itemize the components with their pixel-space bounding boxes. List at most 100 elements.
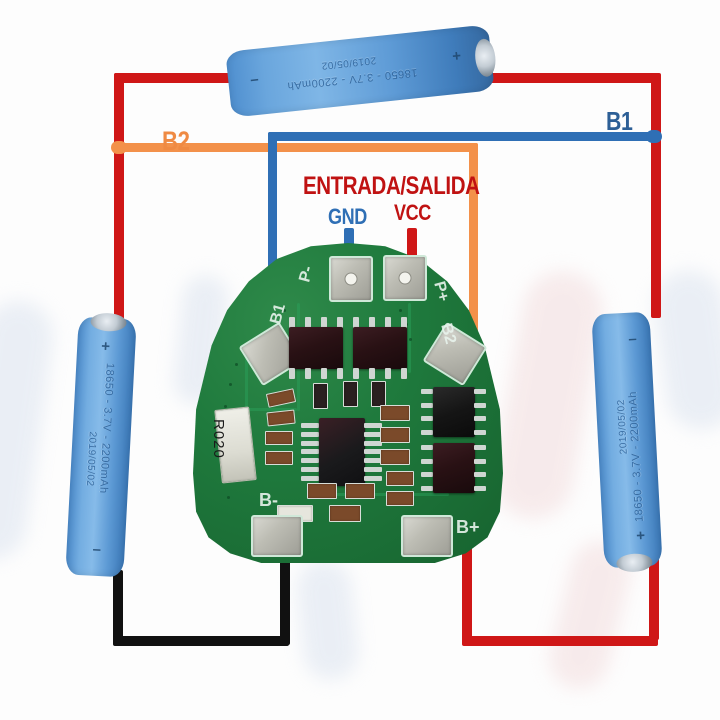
pad-b-minus[interactable] xyxy=(251,515,303,557)
smd-capacitor xyxy=(380,427,410,443)
smd-resistor xyxy=(343,381,358,407)
pin xyxy=(474,458,486,464)
label-vcc: VCC xyxy=(394,200,431,225)
pin xyxy=(364,467,382,473)
wire-red-left-vertical xyxy=(114,73,124,323)
pin xyxy=(353,368,359,379)
wire-red-bottom-horizontal xyxy=(462,636,658,646)
pin xyxy=(301,431,319,437)
mosfet-q2 xyxy=(353,327,407,369)
pin xyxy=(337,317,343,328)
pin xyxy=(305,317,311,328)
battery-positive-sign: + xyxy=(451,47,462,66)
background-shadow-mid xyxy=(293,557,362,683)
smd-capacitor xyxy=(307,483,337,499)
pcb-via xyxy=(227,496,230,499)
battery-positive-cap xyxy=(615,552,653,573)
pin xyxy=(474,445,486,450)
pin xyxy=(421,402,433,408)
pin xyxy=(364,458,382,464)
pin xyxy=(421,472,433,478)
smd-capacitor xyxy=(380,405,410,421)
pin xyxy=(289,317,295,328)
pin xyxy=(421,485,433,491)
pcb-trace xyxy=(245,351,248,411)
wire-orange-b2-horizontal xyxy=(118,143,478,152)
pin xyxy=(474,389,486,394)
smd-resistor xyxy=(266,409,296,427)
chip-pins-top xyxy=(289,317,343,328)
wire-black-left-vertical xyxy=(113,570,123,645)
pin xyxy=(301,467,319,473)
wire-blue-b1-horizontal xyxy=(268,132,658,141)
pin xyxy=(401,368,407,379)
pin xyxy=(289,368,295,379)
junction-orange-b2 xyxy=(111,141,127,154)
pin xyxy=(421,416,433,422)
pcb-via xyxy=(224,405,227,408)
pin xyxy=(364,423,382,428)
wire-black-to-bminus xyxy=(280,505,290,645)
wire-red-top-horizontal xyxy=(114,73,254,83)
label-entrada-salida: ENTRADA/SALIDA xyxy=(303,172,480,200)
mosfet-q3 xyxy=(433,387,475,437)
pin xyxy=(474,416,486,422)
pad-p-minus[interactable] xyxy=(329,256,373,302)
pin xyxy=(421,429,433,435)
mosfet-q4 xyxy=(433,443,475,493)
wire-red-right-vertical xyxy=(651,73,661,318)
background-shadow-right xyxy=(486,264,610,526)
pin xyxy=(364,440,382,446)
pin xyxy=(301,440,319,446)
battery-positive-sign: + xyxy=(635,527,646,545)
pin xyxy=(337,368,343,379)
pin xyxy=(301,449,319,455)
pin xyxy=(474,472,486,478)
top-battery: – + 18650 - 3.7V - 2200mAh 2019/05/02 xyxy=(225,24,498,118)
pcb-via xyxy=(399,309,402,312)
wire-red-rightbatt-vertical xyxy=(649,545,659,640)
pin xyxy=(321,368,327,379)
battery-positive-sign: + xyxy=(100,337,111,356)
pin xyxy=(364,449,382,455)
pin xyxy=(385,317,391,328)
smd-resistor xyxy=(313,383,328,409)
pcb-via xyxy=(283,309,286,312)
bms-pcb: P- P+ B1 B2 xyxy=(193,243,503,563)
smd-resistor xyxy=(371,381,386,407)
label-b1: B1 xyxy=(606,106,633,136)
smd-capacitor xyxy=(386,491,414,506)
pin xyxy=(301,475,319,481)
chip-pins-right xyxy=(474,389,486,435)
pin xyxy=(421,389,433,394)
pin xyxy=(369,317,375,328)
pad-b-plus[interactable] xyxy=(401,515,453,557)
pin xyxy=(401,317,407,328)
battery-negative-sign: – xyxy=(249,70,260,89)
bms-controller-ic xyxy=(319,418,365,486)
pin xyxy=(364,475,382,481)
battery-negative-sign: – xyxy=(627,330,638,348)
pin xyxy=(369,368,375,379)
smd-capacitor xyxy=(345,483,375,499)
smd-resistor xyxy=(265,431,293,445)
pin xyxy=(474,485,486,491)
chip-pins-left xyxy=(421,445,433,491)
left-battery: + – 18650 - 3.7V - 2200mAh 2019/05/02 xyxy=(65,312,137,578)
smd-capacitor xyxy=(329,505,361,522)
smd-capacitor xyxy=(380,449,410,465)
pad-p-plus[interactable] xyxy=(383,255,427,301)
wire-orange-b2-vertical xyxy=(469,143,478,358)
background-shadow-left xyxy=(0,296,58,564)
ic-pins-right xyxy=(364,423,382,481)
chip-pins-left xyxy=(421,389,433,435)
pcb-trace xyxy=(245,408,297,411)
silk-label-b-minus: B- xyxy=(259,490,278,510)
label-b2: B2 xyxy=(162,126,190,156)
right-battery: – + 18650 - 3.7V - 2200mAh 2019/05/02 xyxy=(591,311,663,573)
battery-negative-sign: – xyxy=(92,540,102,559)
chip-pins-bottom xyxy=(353,368,407,379)
pin xyxy=(364,431,382,437)
pin xyxy=(353,317,359,328)
